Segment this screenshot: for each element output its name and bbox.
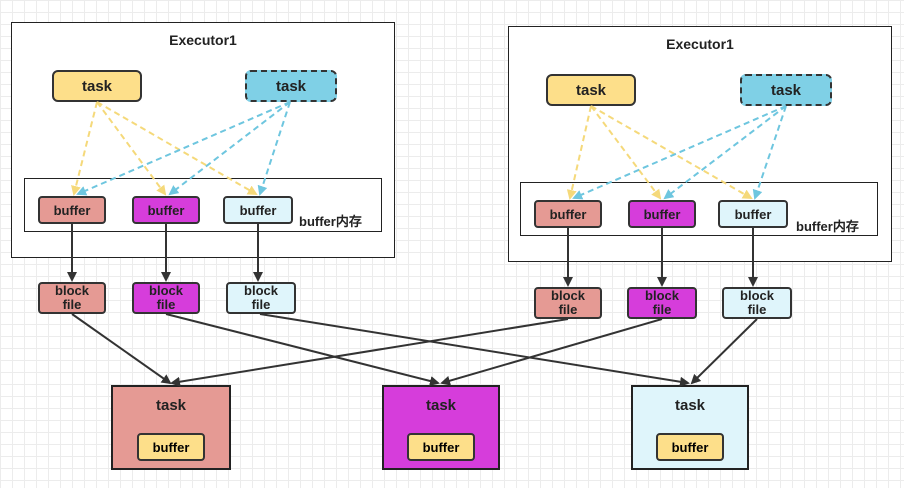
file-label: file	[156, 297, 176, 312]
buffer-label: buffer	[147, 202, 185, 218]
file-label: file	[62, 297, 82, 312]
shuffle-links	[71, 313, 758, 387]
file-label: file	[652, 302, 672, 317]
block-label: block	[551, 288, 585, 303]
buffer-right-light[interactable]: buffer	[718, 200, 788, 228]
buffer-label: buffer	[671, 439, 709, 455]
task-label: task	[275, 77, 307, 95]
file-label: file	[747, 302, 767, 317]
reduce-task-magenta-buffer[interactable]: buffer	[407, 433, 475, 461]
task-label: task	[770, 81, 802, 99]
block-label: block	[645, 288, 679, 303]
task-label: task	[81, 77, 113, 95]
task-label: task	[674, 397, 706, 414]
buffer-label: buffer	[53, 202, 91, 218]
buffer-right-red[interactable]: buffer	[534, 200, 602, 228]
buffer-left-light[interactable]: buffer	[223, 196, 293, 224]
buffer-label: buffer	[152, 439, 190, 455]
task-label: task	[575, 81, 607, 99]
executor-left-title: Executor1	[169, 32, 237, 48]
file-label: file	[251, 297, 271, 312]
reduce-task-light-buffer[interactable]: buffer	[656, 433, 724, 461]
buffer-right-magenta[interactable]: buffer	[628, 200, 696, 228]
buffer-label: buffer	[239, 202, 277, 218]
executor-right-title: Executor1	[666, 36, 734, 52]
buffer-memory-right-label: buffer内存	[796, 219, 859, 234]
reduce-task-red[interactable]: task	[111, 385, 231, 470]
buffer-label: buffer	[643, 206, 681, 222]
buffer-label: buffer	[422, 439, 460, 455]
block-label: block	[740, 288, 774, 303]
file-label: file	[558, 302, 578, 317]
buffer-left-magenta[interactable]: buffer	[132, 196, 200, 224]
buffer-memory-left-label: buffer内存	[299, 214, 362, 229]
buffer-left-red[interactable]: buffer	[38, 196, 106, 224]
block-label: block	[244, 283, 278, 298]
task-label: task	[425, 397, 457, 414]
buffer-label: buffer	[734, 206, 772, 222]
block-label: block	[149, 283, 183, 298]
block-label: block	[55, 283, 89, 298]
reduce-task-red-buffer[interactable]: buffer	[137, 433, 205, 461]
task-left-1[interactable]: task	[52, 70, 142, 102]
task-right-1[interactable]: task	[546, 74, 636, 106]
buffer-label: buffer	[549, 206, 587, 222]
task-label: task	[155, 397, 187, 414]
task-right-2[interactable]: task	[740, 74, 832, 106]
task-left-2[interactable]: task	[245, 70, 337, 102]
